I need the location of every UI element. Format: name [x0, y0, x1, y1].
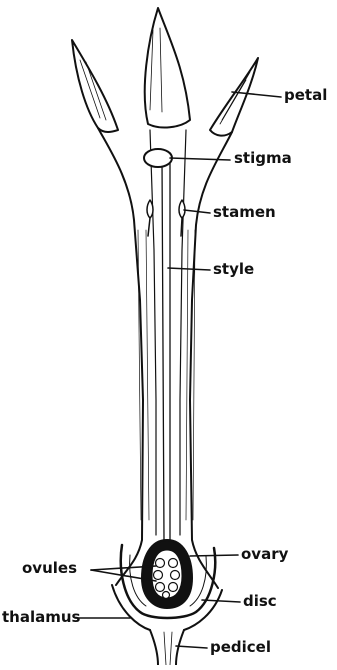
label-petal: petal	[284, 88, 327, 103]
label-pedicel: pedicel	[210, 640, 271, 655]
style	[162, 160, 170, 540]
label-stigma: stigma	[234, 151, 292, 166]
petal-shading	[80, 28, 250, 124]
label-stamen: stamen	[213, 205, 276, 220]
right-petal	[210, 58, 258, 136]
label-thalamus: thalamus	[2, 610, 80, 625]
left-petal	[72, 40, 118, 132]
corolla-tube-left	[98, 128, 143, 585]
label-style: style	[213, 262, 254, 277]
label-ovary: ovary	[241, 547, 288, 562]
pedicel	[150, 630, 184, 665]
label-ovules: ovules	[22, 561, 77, 576]
stigma	[144, 149, 172, 167]
label-disc: disc	[243, 594, 277, 609]
corolla-tube-right	[190, 132, 232, 588]
